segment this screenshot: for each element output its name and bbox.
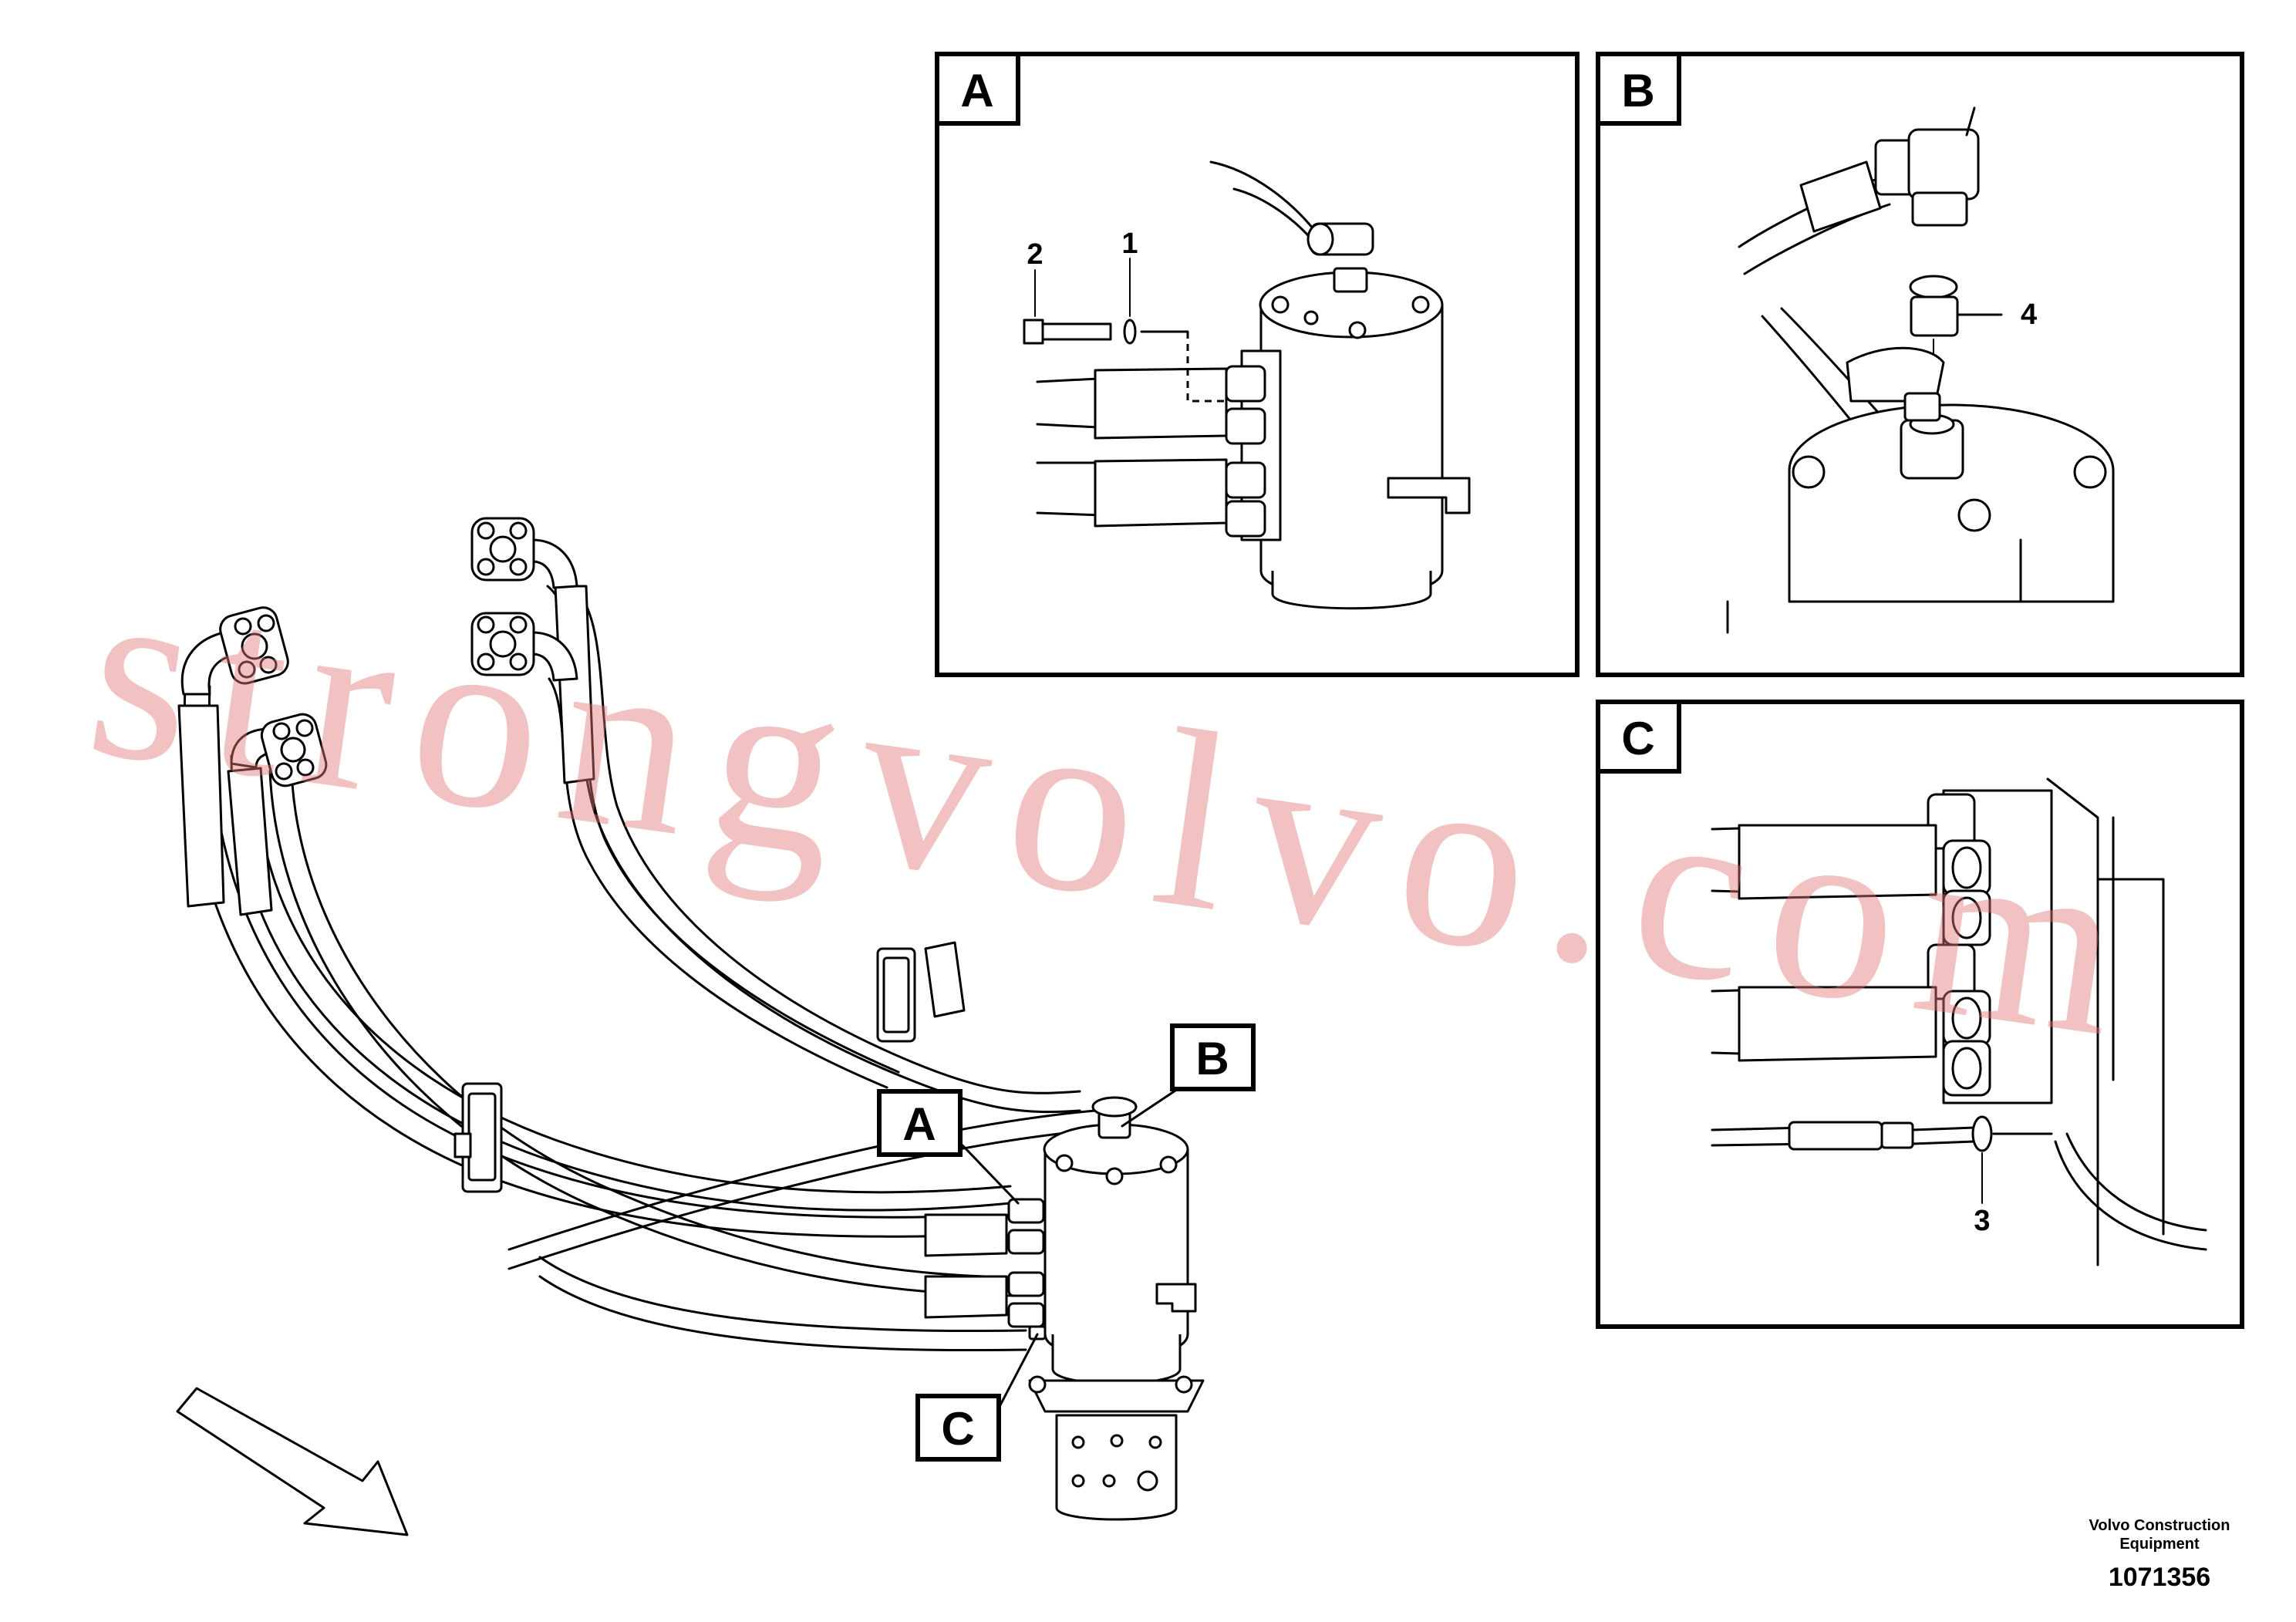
tag-a-main-label: A — [902, 1098, 936, 1150]
flange-mid-right — [470, 612, 535, 676]
callout-item-1: 1 — [1121, 228, 1138, 260]
callout-item-2: 2 — [1027, 238, 1043, 271]
tag-a-main[interactable]: A — [877, 1089, 963, 1157]
detail-panel-b: B 4 — [1596, 52, 2244, 677]
swivel-joint-main — [1007, 1096, 1205, 1521]
flange-lower-left — [260, 713, 328, 787]
leader-b — [1121, 1086, 1182, 1128]
panel-a-tag-label: A — [960, 65, 993, 116]
tag-b-main-label: B — [1195, 1033, 1229, 1084]
panel-b-tag-label: B — [1621, 65, 1654, 116]
footer-brand-line2: Equipment — [2119, 1536, 2200, 1553]
drawing-number: 1071356 — [2109, 1563, 2210, 1592]
main-assembly-view — [176, 517, 1205, 1536]
leader-c — [993, 1333, 1039, 1417]
flange-upper-right — [470, 517, 535, 582]
hose-clamp-left — [453, 1082, 503, 1193]
flange-upper-left — [219, 606, 289, 685]
hose-bundle-left — [177, 631, 1027, 1352]
swivel-inlet-hoses — [924, 1213, 1008, 1319]
callout-item-4: 4 — [2021, 298, 2037, 331]
detail-panel-a: A 2 1 — [935, 52, 1580, 677]
tag-c-main-label: C — [941, 1403, 974, 1455]
hose-clamp-right — [876, 947, 916, 1043]
travel-direction-arrow — [176, 1387, 409, 1536]
callout-item-3: 3 — [1974, 1205, 1990, 1237]
footer-brand-line1: Volvo Construction — [2089, 1517, 2230, 1534]
footer-block: Volvo Construction Equipment 1071356 — [2089, 1517, 2230, 1592]
tag-b-main[interactable]: B — [1170, 1023, 1256, 1091]
tag-c-main[interactable]: C — [915, 1394, 1001, 1462]
leader-a — [961, 1144, 1020, 1205]
detail-panel-c: C 3 — [1596, 700, 2244, 1329]
hose-bundle-right — [507, 538, 1097, 1270]
panel-c-tag-label: C — [1621, 713, 1654, 764]
